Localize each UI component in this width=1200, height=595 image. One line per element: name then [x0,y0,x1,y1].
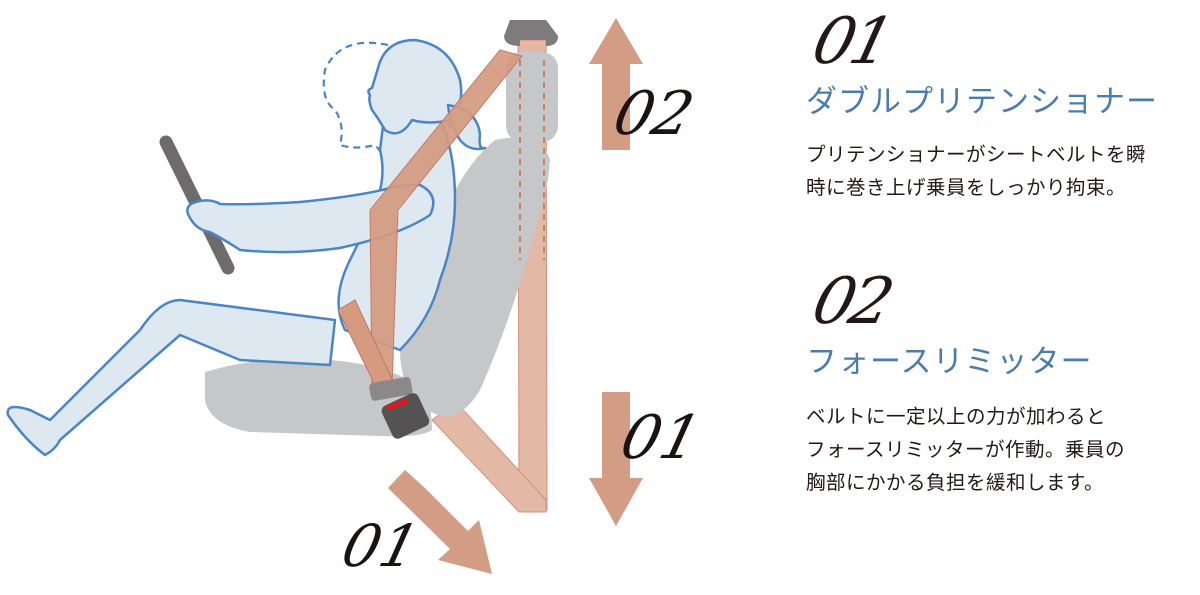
label-arrow-up: 02 [607,79,701,149]
feature-01: 01 ダブルプリテンショナー プリテンショナーがシートベルトを瞬 時に巻き上げ乗… [805,5,1200,204]
feature-description: プリテンショナーがシートベルトを瞬 時に巻き上げ乗員をしっかり拘束。 [806,143,1147,199]
label-arrow-diagonal: 01 [335,512,426,580]
seat-back-icon [400,137,550,417]
feature-title: ダブルプリテンショナー [806,84,1158,120]
feature-number: 02 [805,265,898,339]
belt-anchor-icon [504,20,558,46]
feature-number: 01 [805,5,898,79]
arrow-down-icon [589,392,643,526]
label-arrow-down: 01 [614,403,708,473]
arrow-diagonal-icon [388,470,492,574]
feature-title: フォースリミッター [806,344,1093,380]
feature-description: ベルトに一定以上の力が加わると フォースリミッターが作動。乗員の 胸部にかかる負… [806,405,1126,494]
arrow-up-icon [589,18,643,150]
seatbelt-buckle-icon [369,376,430,439]
feature-02: 02 フォースリミッター ベルトに一定以上の力が加わると フォースリミッターが作… [805,265,1200,499]
seatbelt-illustration: 02 01 01 [6,18,708,580]
